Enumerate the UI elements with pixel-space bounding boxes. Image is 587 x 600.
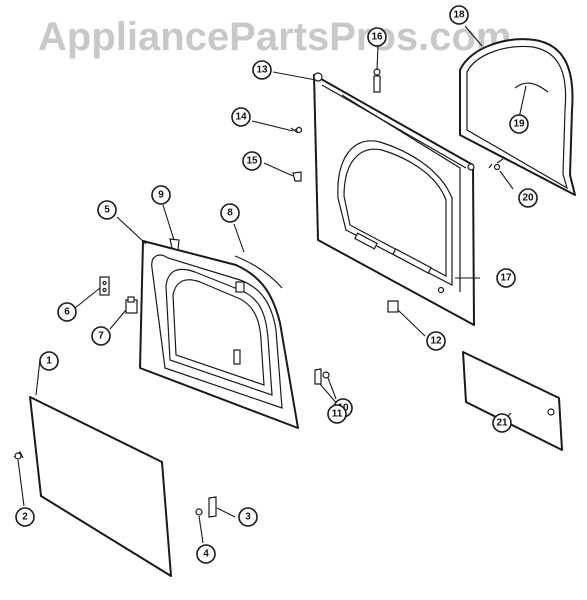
svg-text:7: 7	[98, 331, 104, 342]
svg-text:18: 18	[453, 10, 465, 21]
svg-text:16: 16	[371, 32, 383, 43]
part-8-arc	[234, 255, 283, 289]
callout-15: 15	[242, 151, 262, 171]
callout-16: 16	[367, 27, 387, 47]
part-9-bracket	[169, 238, 180, 251]
svg-text:19: 19	[513, 119, 525, 130]
svg-text:6: 6	[64, 307, 70, 318]
callout-1: 1	[39, 351, 59, 371]
svg-text:1: 1	[46, 356, 52, 367]
part-5-inner-door-panel	[139, 240, 299, 429]
svg-text:5: 5	[104, 205, 110, 216]
part-20-screw	[488, 158, 504, 171]
svg-text:9: 9	[158, 190, 164, 201]
part-3-hinge-bracket	[208, 496, 217, 518]
svg-text:21: 21	[496, 418, 508, 429]
part-2-screw	[13, 451, 24, 460]
part-6-hinge-plate	[99, 276, 110, 296]
callout-3: 3	[238, 507, 258, 527]
part-19-glass-arc	[514, 82, 549, 93]
callout-4: 4	[196, 544, 216, 564]
svg-text:15: 15	[246, 156, 258, 167]
callout-9: 9	[151, 185, 171, 205]
part-21-cover-plate	[462, 351, 563, 451]
svg-text:3: 3	[245, 512, 251, 523]
svg-text:13: 13	[256, 65, 268, 76]
callout-13: 13	[252, 60, 272, 80]
callout-8: 8	[220, 203, 240, 223]
part-1-outer-door-panel	[29, 396, 172, 577]
part-11-switch	[314, 368, 322, 385]
callout-11: 11	[327, 404, 347, 424]
callout-19: 19	[509, 114, 529, 134]
watermark-text: AppliancePartsPros.com	[38, 15, 512, 59]
part-15-clip	[292, 171, 302, 182]
svg-text:4: 4	[203, 549, 209, 560]
callout-21: 21	[492, 413, 512, 433]
callout-14: 14	[231, 107, 251, 127]
svg-text:2: 2	[22, 512, 28, 523]
callout-20: 20	[518, 188, 538, 208]
part-13-front-panel	[313, 72, 475, 326]
callout-12: 12	[426, 331, 446, 351]
part-14-screw	[290, 126, 303, 134]
svg-text:8: 8	[227, 208, 233, 219]
svg-text:12: 12	[430, 336, 442, 347]
svg-text:17: 17	[500, 273, 512, 284]
part-16-hinge-bracket	[373, 68, 381, 93]
callout-2: 2	[15, 507, 35, 527]
part-7-latch-block	[125, 296, 138, 314]
callout-5: 5	[97, 200, 117, 220]
svg-text:20: 20	[522, 193, 534, 204]
callout-6: 6	[57, 302, 77, 322]
callout-18: 18	[449, 5, 469, 25]
part-4-screw	[195, 508, 203, 516]
callout-17: 17	[496, 268, 516, 288]
svg-text:11: 11	[332, 409, 343, 420]
svg-text:14: 14	[235, 112, 247, 123]
part-10-screw	[322, 371, 330, 379]
part-12-strike-block	[387, 300, 399, 313]
callout-7: 7	[91, 326, 111, 346]
